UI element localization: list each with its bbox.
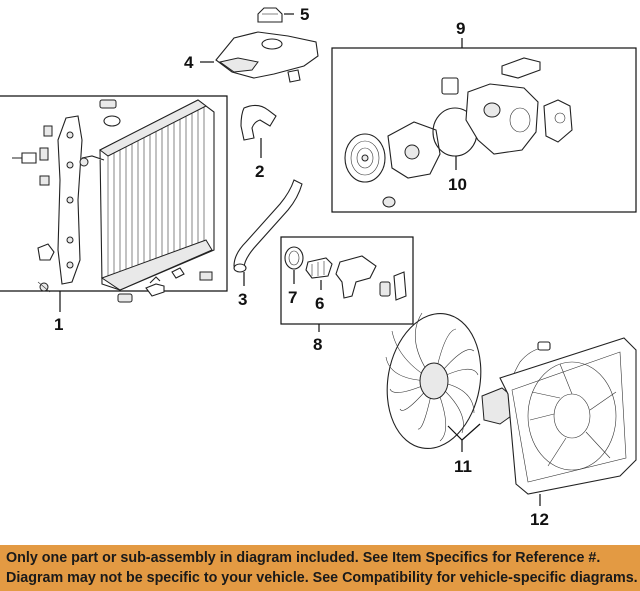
- thermostat-group: 8 7 6: [280, 236, 414, 354]
- radiator-core: [99, 99, 215, 291]
- callout-9: 9: [456, 19, 465, 38]
- radiator-group: 1: [0, 95, 228, 334]
- radiator-side-bracket: [57, 115, 83, 285]
- callout-10: 10: [448, 175, 467, 194]
- thermostat: [305, 257, 333, 279]
- callout-7: 7: [288, 288, 297, 307]
- water-pump-pulley: [344, 133, 396, 208]
- disclaimer-banner: Only one part or sub-assembly in diagram…: [0, 545, 640, 591]
- callout-1: 1: [54, 315, 63, 334]
- reservoir-cap: 5: [257, 5, 309, 24]
- upper-hose: 2: [240, 104, 277, 181]
- pump-housing: [465, 83, 539, 155]
- thermostat-cover: [335, 255, 377, 299]
- coolant-reservoir: 4: [184, 31, 319, 83]
- callout-2: 2: [255, 162, 264, 181]
- callout-12: 12: [530, 510, 549, 529]
- thermostat-seal: [284, 246, 304, 270]
- callout-4: 4: [184, 53, 194, 72]
- parts-diagram: 1: [0, 5, 637, 529]
- disclaimer-line-1: Only one part or sub-assembly in diagram…: [6, 550, 601, 566]
- water-pump-group: 9 10: [331, 19, 637, 213]
- callout-8: 8: [313, 335, 322, 354]
- fan-shroud: 12: [499, 337, 637, 529]
- cooling-fan: 11: [385, 312, 551, 476]
- callout-11: 11: [454, 457, 472, 476]
- callout-6: 6: [315, 294, 324, 313]
- callout-3: 3: [238, 290, 247, 309]
- callout-5: 5: [300, 5, 309, 24]
- lower-hose: 3: [233, 179, 303, 309]
- disclaimer-line-2: Diagram may not be specific to your vehi…: [6, 570, 638, 586]
- thermostat-housing: [543, 99, 573, 143]
- radiator-fasteners: [12, 99, 213, 303]
